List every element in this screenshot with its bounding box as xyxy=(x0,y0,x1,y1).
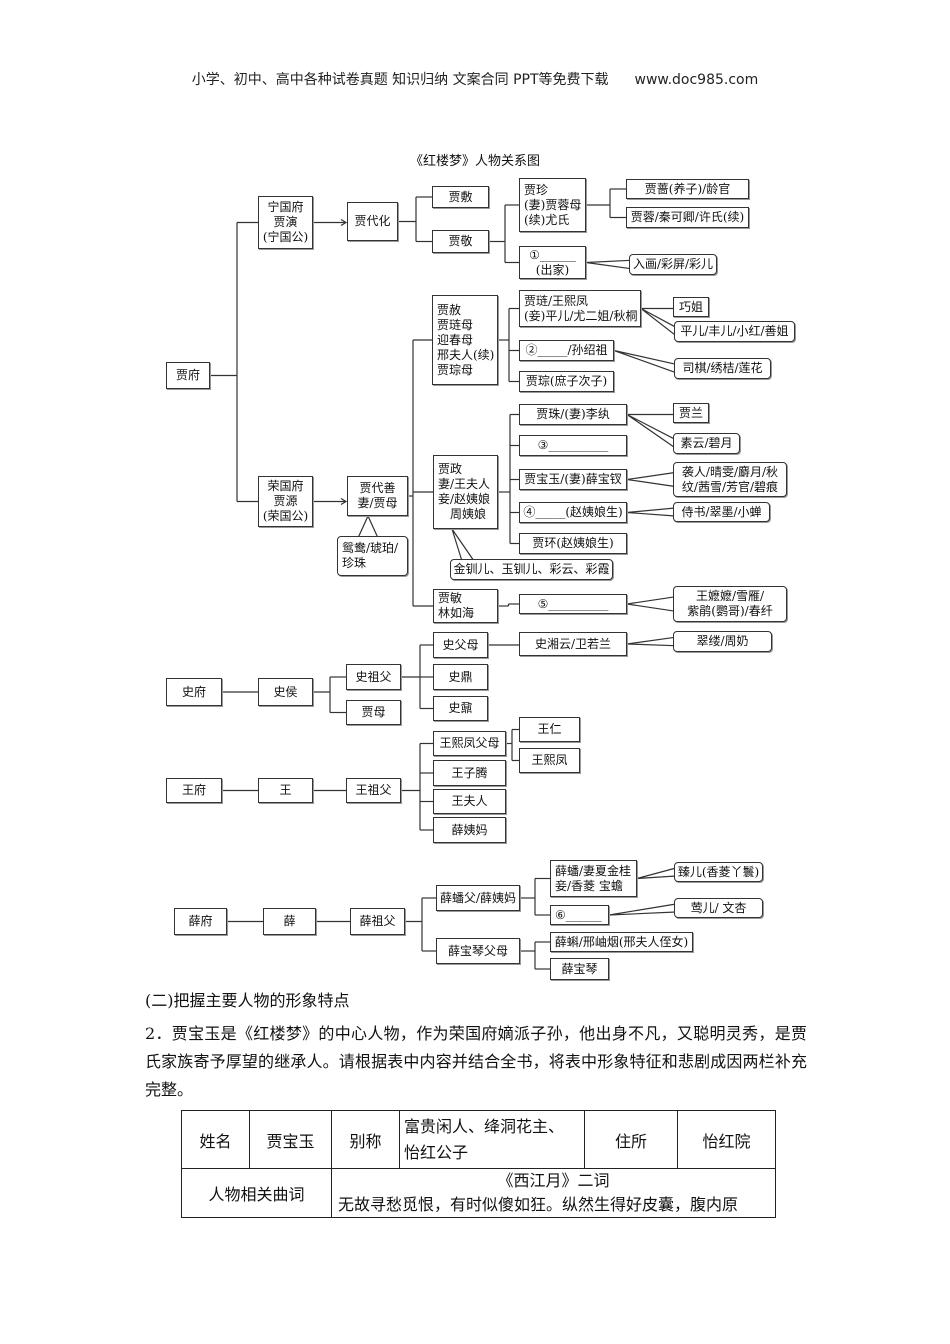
node-shishu: 侍书/翠墨/小蝉 xyxy=(673,502,770,522)
relationship-diagram: 《红楼梦》人物关系图 贾府 宁国府 贾演 (宁国公) 贾代化 贾敷贾敬 贾珍 (妻)贾蓉… xyxy=(166,154,795,980)
callout-pointer xyxy=(613,349,677,374)
node-xuefu: 薛府 xyxy=(174,908,227,935)
callout-pointer xyxy=(640,307,677,337)
arrow-head xyxy=(340,218,348,227)
node-rongguo: 荣国府 贾源 (荣国公) xyxy=(258,476,313,527)
node-shihou: 史侯 xyxy=(258,678,313,706)
node-wangzufu: 王祖父 xyxy=(346,778,401,803)
node-b1: ①______ (出家) xyxy=(519,246,586,279)
node-b6: ⑥______ xyxy=(550,905,609,925)
node-jialan: 贾兰 xyxy=(673,403,709,423)
node-b5: ⑤__________ xyxy=(519,594,627,614)
node-xue: 薛 xyxy=(263,908,316,935)
node-jiaqiang: 贾蔷(养子)/龄官 xyxy=(626,179,749,199)
table-cell: 住所 xyxy=(584,1110,678,1169)
node-yuanyang: 鸳鸯/琥珀/ 珍珠 xyxy=(337,536,408,576)
node-shinai: 史鼐 xyxy=(433,696,488,721)
table-cell: 《西江月》二词 无故寻愁觅恨，有时似傻如狂。纵然生得好皮囊，腹内原 xyxy=(331,1168,776,1218)
node-ruhua: 入画/彩屏/彩儿 xyxy=(629,254,717,275)
node-jiashe: 贾赦 贾琏母 迎春母 邢夫人(续) 贾琮母 xyxy=(432,295,498,385)
node-wangmama: 王嬷嬷/雪雁/ 紫鹃(鹦哥)/春纤 xyxy=(673,586,787,622)
poem-text: 无故寻愁觅恨，有时似傻如狂。纵然生得好皮囊，腹内原 xyxy=(338,1195,739,1214)
table-cell: 姓名 xyxy=(181,1110,250,1169)
node-jiafu2: 贾敷 xyxy=(432,186,489,208)
diagram-title: 《红楼梦》人物关系图 xyxy=(409,154,540,169)
callout-pointer xyxy=(626,507,676,517)
node-xbqparents: 薛宝琴父母 xyxy=(436,938,520,964)
node-zhener: 臻儿(香菱丫鬟) xyxy=(674,862,763,882)
node-xpfu: 薛蟠父/薛姨妈 xyxy=(436,885,520,911)
node-suyun: 素云/碧月 xyxy=(673,433,740,454)
node-xueke: 薛蝌/邢岫烟(邢夫人侄女) xyxy=(550,932,693,952)
node-daishan: 贾代善 妻/贾母 xyxy=(347,476,408,516)
callout-pointer xyxy=(626,636,676,647)
character-table: 姓名 贾宝玉 别称 富贵闲人、绛洞花主、 怡红公子 住所 怡红院 人物相关曲词 … xyxy=(181,1110,776,1218)
node-b4: ④_____(赵姨娘生) xyxy=(519,502,627,523)
callout-pointer xyxy=(451,528,475,562)
node-b2: ②_____/孙绍祖 xyxy=(519,340,614,361)
table-row: 人物相关曲词 《西江月》二词 无故寻愁觅恨，有时似傻如狂。纵然生得好皮囊，腹内原 xyxy=(181,1168,776,1218)
node-xifeng: 王熙凤 xyxy=(519,748,580,773)
poem-title: 《西江月》二词 xyxy=(497,1171,610,1190)
node-jiafu: 贾府 xyxy=(166,362,210,389)
node-baoyu: 贾宝玉/(妻)薛宝钗 xyxy=(519,469,627,490)
arrow-head xyxy=(340,497,348,506)
node-jiamin: 贾敏 林如海 xyxy=(433,589,498,623)
node-shifu: 史府 xyxy=(166,678,222,706)
node-xym: 薛姨妈 xyxy=(433,817,506,843)
node-shifumu: 史父母 xyxy=(433,632,488,658)
table-cell: 怡红院 xyxy=(677,1110,776,1169)
question-text: 2．贾宝玉是《红楼梦》的中心人物，作为荣国府嫡派子孙，他出身不凡，又聪明灵秀，是… xyxy=(145,1024,807,1099)
node-b3: ③__________ xyxy=(519,435,627,456)
node-jiahuan: 贾环(赵姨娘生) xyxy=(519,533,627,554)
callout-pointer xyxy=(585,259,632,270)
page-header: 小学、初中、高中各种试卷真题 知识归纳 文案合同 PPT等免费下载 www.doc… xyxy=(0,69,950,89)
node-jiazheng: 贾政 妻/王夫人 妾/赵姨娘 周姨娘 xyxy=(433,455,498,529)
node-baoqin: 薛宝琴 xyxy=(550,958,609,980)
section-title: (二)把握主要人物的形象特点 xyxy=(145,991,350,1010)
node-daihua: 贾代化 xyxy=(347,202,398,241)
callout-pointer xyxy=(608,903,677,916)
node-cuilv: 翠缕/周奶 xyxy=(673,631,772,652)
table-cell: 人物相关曲词 xyxy=(181,1168,332,1218)
node-pinger: 平儿/丰儿/小红/善姐 xyxy=(674,321,795,342)
node-wangfu: 王府 xyxy=(166,778,222,803)
node-xfparents: 王熙凤父母 xyxy=(433,731,506,756)
node-qiaojie: 巧姐 xyxy=(673,297,709,317)
node-siqi: 司棋/绣桔/莲花 xyxy=(674,358,771,379)
node-yinger: 莺儿/ 文杏 xyxy=(674,898,763,918)
table-cell: 贾宝玉 xyxy=(249,1110,332,1169)
node-xuepan: 薛蟠/妻夏金桂 妾/香菱 宝蟾 xyxy=(550,860,637,897)
node-jialian: 贾琏/王熙凤 (妾)平儿/尤二姐/秋桐 xyxy=(519,290,641,327)
node-wangren: 王仁 xyxy=(519,717,580,742)
node-xiren: 袭人/晴雯/麝月/秋 纹/茜雪/芳官/碧痕 xyxy=(673,462,787,497)
header-url: www.doc985.com xyxy=(634,72,759,88)
node-shiding: 史鼎 xyxy=(433,664,488,690)
table-row: 姓名 贾宝玉 别称 富贵闲人、绛洞花主、 怡红公子 住所 怡红院 xyxy=(181,1110,776,1169)
table-cell: 别称 xyxy=(331,1110,400,1169)
callout-pointer xyxy=(626,471,676,488)
callout-pointer xyxy=(626,413,676,449)
node-jiazhu: 贾珠/(妻)李纨 xyxy=(519,404,627,425)
node-jiajing: 贾敬 xyxy=(432,230,489,253)
node-jinchuan: 金钏儿、玉钏儿、彩云、彩霞 xyxy=(450,559,613,580)
header-text: 小学、初中、高中各种试卷真题 知识归纳 文案合同 PPT等免费下载 xyxy=(191,72,609,88)
table-cell: 富贵闲人、绛洞花主、 怡红公子 xyxy=(399,1110,585,1169)
node-jiacong: 贾琮(庶子次子) xyxy=(519,371,614,392)
node-wfr: 王夫人 xyxy=(433,789,506,814)
node-xuezufu: 薛祖父 xyxy=(350,908,405,935)
node-zit: 王子腾 xyxy=(433,760,506,786)
callout-pointer xyxy=(626,596,676,612)
node-wang: 王 xyxy=(258,778,313,803)
callout-pointer xyxy=(636,867,677,880)
connector-lines xyxy=(210,188,677,970)
node-ningguo: 宁国府 贾演 (宁国公) xyxy=(258,196,313,249)
node-shizufu: 史祖父 xyxy=(346,664,401,690)
node-jiamu: 贾母 xyxy=(346,700,401,725)
callout-pointer xyxy=(357,514,379,539)
node-xiangyun: 史湘云/卫若兰 xyxy=(519,632,627,656)
node-jiarong: 贾蓉/秦可卿/许氏(续) xyxy=(626,207,749,228)
node-jiazhen: 贾珍 (妻)贾蓉母 (续)尤氏 xyxy=(519,178,586,232)
